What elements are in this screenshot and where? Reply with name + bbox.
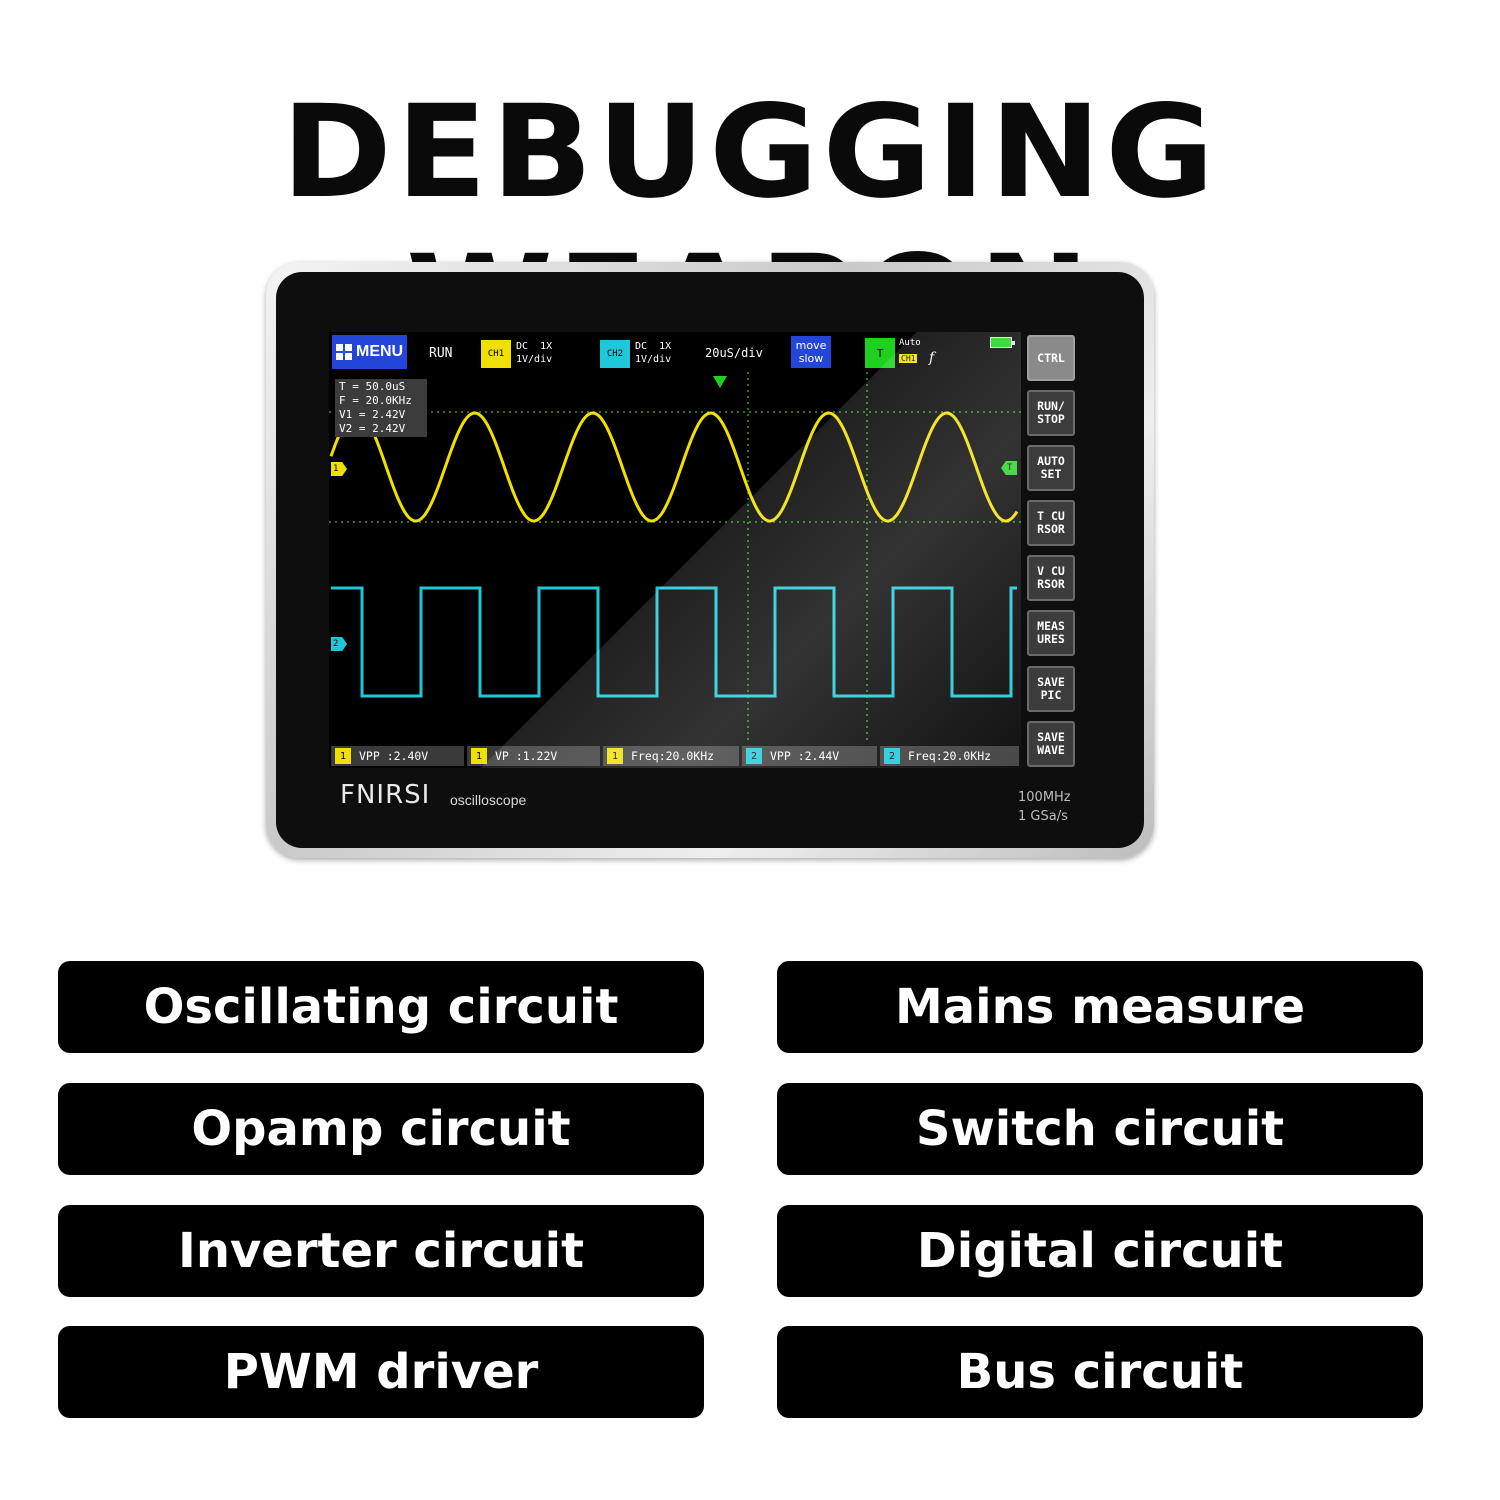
readout-period: T = 50.0uS	[339, 380, 406, 393]
ch2-level-marker[interactable]: 2	[331, 637, 347, 651]
ch2-badge[interactable]: CH2	[600, 340, 630, 368]
application-pill: PWM driver	[58, 1326, 704, 1418]
application-pill: Mains measure	[777, 961, 1423, 1053]
time-cursor-button[interactable]: T CU RSOR	[1027, 500, 1075, 546]
measurement-value: Freq:20.0KHz	[631, 749, 715, 763]
trigger-mode[interactable]: Auto	[899, 338, 921, 348]
trigger-badge[interactable]: T	[865, 338, 895, 368]
measurement-value: Freq:20.0KHz	[908, 749, 992, 763]
battery-icon	[990, 337, 1015, 348]
application-pill: Inverter circuit	[58, 1205, 704, 1297]
oscilloscope-screen: MENU RUN CH1 DC 1X 1V/div CH2 DC 1X 1V/d…	[329, 332, 1021, 768]
ch1-settings[interactable]: DC 1X 1V/div	[516, 341, 553, 365]
measurement-item[interactable]: 1 VPP :2.40V	[331, 746, 464, 766]
spec-sample-rate: 1 GSa/s	[1018, 809, 1068, 824]
menu-button[interactable]: MENU	[332, 335, 407, 369]
grid-icon	[336, 344, 352, 360]
measurement-item[interactable]: 1 Freq:20.0KHz	[603, 746, 739, 766]
measurement-item[interactable]: 2 VPP :2.44V	[742, 746, 877, 766]
measurement-channel-tag: 2	[884, 748, 900, 764]
trigger-position-icon	[713, 376, 727, 388]
measurement-channel-tag: 2	[746, 748, 762, 764]
measurement-value: VPP :2.44V	[770, 749, 840, 763]
measurement-channel-tag: 1	[471, 748, 487, 764]
ch2-square-waveform	[331, 586, 1017, 698]
application-pill: Oscillating circuit	[58, 961, 704, 1053]
application-pill: Digital circuit	[777, 1205, 1423, 1297]
waveform-display	[329, 372, 1021, 742]
spec-bandwidth: 100MHz	[1018, 790, 1071, 805]
run-stop-button[interactable]: RUN/ STOP	[1027, 390, 1075, 436]
measurement-value: VP :1.22V	[495, 749, 558, 763]
measurement-channel-tag: 1	[607, 748, 623, 764]
grid-lines	[329, 372, 1021, 742]
save-wave-button[interactable]: SAVE WAVE	[1027, 721, 1075, 767]
readout-v2: V2 = 2.42V	[339, 422, 406, 435]
measurement-item[interactable]: 2 Freq:20.0KHz	[880, 746, 1019, 766]
auto-set-button[interactable]: AUTO SET	[1027, 445, 1075, 491]
trigger-edge-icon[interactable]: f	[929, 350, 935, 366]
measurement-item[interactable]: 1 VP :1.22V	[467, 746, 600, 766]
trigger-source[interactable]: CH1	[899, 354, 918, 363]
measurement-channel-tag: 1	[335, 748, 351, 764]
measurement-bar: 1 VPP :2.40V 1 VP :1.22V 1 Freq:20.0KHz …	[329, 744, 1021, 768]
timebase-label[interactable]: 20uS/div	[705, 346, 763, 360]
measurement-value: VPP :2.40V	[359, 749, 429, 763]
save-pic-button[interactable]: SAVE PIC	[1027, 666, 1075, 712]
measures-button[interactable]: MEAS URES	[1027, 610, 1075, 656]
ch1-badge[interactable]: CH1	[481, 340, 511, 368]
ch2-settings[interactable]: DC 1X 1V/div	[635, 341, 672, 365]
application-pill: Bus circuit	[777, 1326, 1423, 1418]
brand-subtitle: oscilloscope	[450, 792, 527, 808]
trigger-level-marker[interactable]: T	[1001, 461, 1017, 475]
application-pill: Switch circuit	[777, 1083, 1423, 1175]
ch1-level-marker[interactable]: 1	[331, 462, 347, 476]
cursor-readout: T = 50.0uS F = 20.0KHz V1 = 2.42V V2 = 2…	[335, 379, 427, 437]
run-status[interactable]: RUN	[429, 346, 453, 361]
headline: DEBUGGING WEAPON	[281, 78, 1219, 377]
ch1-sine-waveform	[329, 411, 1019, 523]
voltage-cursor-button[interactable]: V CU RSOR	[1027, 555, 1075, 601]
move-speed-button[interactable]: move slow	[791, 336, 831, 368]
readout-frequency: F = 20.0KHz	[339, 394, 412, 407]
menu-label: MENU	[356, 343, 404, 360]
ctrl-button[interactable]: CTRL	[1027, 335, 1075, 381]
application-pill: Opamp circuit	[58, 1083, 704, 1175]
readout-v1: V1 = 2.42V	[339, 408, 406, 421]
brand-logo: FNIRSI	[340, 780, 431, 810]
